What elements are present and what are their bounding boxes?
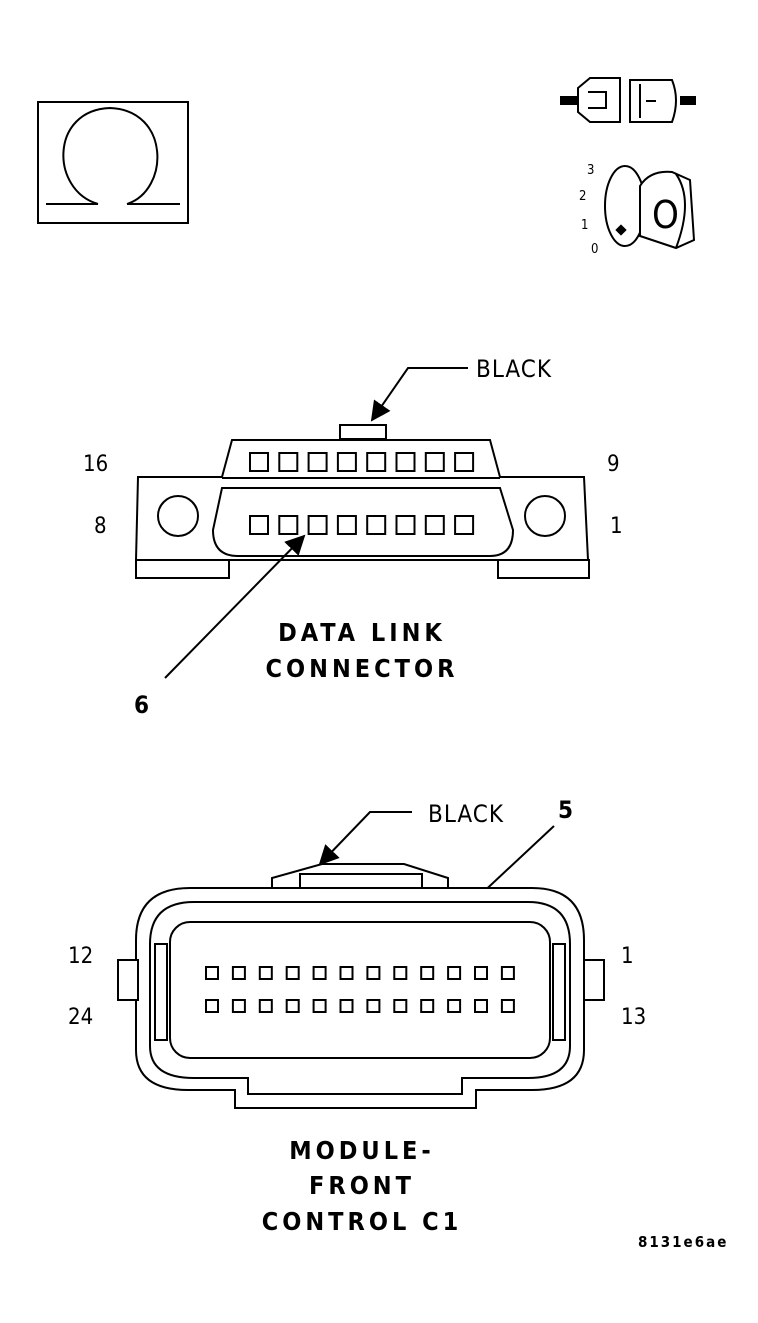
module-pin-cavity xyxy=(366,966,381,980)
module-pin-cavity xyxy=(339,999,354,1013)
disconnected-connector-icon xyxy=(560,77,696,123)
dlc-color-label: BLACK xyxy=(476,355,552,383)
ignition-key-letter: O xyxy=(652,193,679,237)
dlc-pin-cavity xyxy=(424,515,445,535)
dlc-pin-cavity xyxy=(454,452,475,472)
dlc-pin-cavity xyxy=(336,452,357,472)
data-link-connector: BLACK 16 9 8 1 6 DATA LINK CONNECTOR xyxy=(83,355,623,719)
dlc-pin-cavity xyxy=(424,452,445,472)
ignition-position-0: 0 xyxy=(591,242,598,257)
dlc-pin-16: 16 xyxy=(83,452,108,477)
module-pin-12: 12 xyxy=(68,944,93,969)
module-pin-cavity xyxy=(366,999,381,1013)
module-pin-cavity xyxy=(285,966,300,980)
module-color-label: BLACK xyxy=(428,800,504,828)
module-pin-cavity xyxy=(205,966,219,980)
module-pin-1: 1 xyxy=(621,944,634,969)
module-pin-cavity xyxy=(258,966,273,980)
module-front-control-connector: BLACK 5 12 1 24 13 MODULE- FRONT CONTROL… xyxy=(68,796,646,1236)
dlc-pin-cavity xyxy=(395,452,416,472)
dlc-pin-8: 8 xyxy=(94,514,107,539)
module-pin-cavity xyxy=(500,966,515,980)
dlc-pin-cavity xyxy=(395,515,416,535)
module-pin-cavity xyxy=(447,966,462,980)
module-pin-cavity xyxy=(312,999,327,1013)
module-pin-cavity xyxy=(205,999,219,1013)
module-pin-cavity xyxy=(231,966,246,980)
module-pin-13: 13 xyxy=(621,1005,646,1030)
module-callout-5: 5 xyxy=(558,796,573,824)
ohm-symbol-icon xyxy=(37,101,189,224)
dlc-pin-cavity xyxy=(307,515,328,535)
module-pin-24: 24 xyxy=(68,1005,93,1030)
module-pin-cavity xyxy=(420,999,435,1013)
dlc-pin-cavity xyxy=(249,452,269,472)
ignition-key-icon: 3 2 1 0 O xyxy=(579,163,696,257)
dlc-pin-cavity xyxy=(336,515,357,535)
module-pin-cavity xyxy=(393,966,408,980)
figure-code: 8131e6ae xyxy=(638,1233,728,1251)
module-pin-cavity xyxy=(285,999,300,1013)
module-pin-cavity xyxy=(339,966,354,980)
module-pin-cavity xyxy=(420,966,435,980)
ignition-position-2: 2 xyxy=(579,189,586,204)
module-pin-cavity xyxy=(231,999,246,1013)
dlc-pin-cavity xyxy=(249,515,269,535)
module-title-line-2: FRONT xyxy=(309,1171,415,1200)
ignition-position-3: 3 xyxy=(587,163,594,178)
ignition-position-1: 1 xyxy=(581,218,588,233)
module-pin-cavity xyxy=(393,999,408,1013)
dlc-title-line-2: CONNECTOR xyxy=(266,654,459,683)
module-title-line-1: MODULE- xyxy=(289,1136,434,1165)
module-pin-cavity xyxy=(474,999,488,1013)
module-pin-cavities xyxy=(205,966,515,1013)
dlc-pin-cavity xyxy=(366,452,387,472)
dlc-pin-cavity xyxy=(278,452,299,472)
dlc-pin-9: 9 xyxy=(607,452,620,477)
dlc-title-line-1: DATA LINK xyxy=(278,618,446,647)
dlc-pin-1: 1 xyxy=(610,514,623,539)
module-pin-cavity xyxy=(312,966,327,980)
dlc-pin-cavities xyxy=(249,452,475,535)
module-pin-cavity xyxy=(447,999,462,1013)
dlc-pin-cavity xyxy=(307,452,328,472)
dlc-pin-cavity xyxy=(366,515,387,535)
module-pin-cavity xyxy=(258,999,273,1013)
module-pin-cavity xyxy=(474,966,488,980)
dlc-pin-cavity xyxy=(278,515,299,535)
module-title-line-3: CONTROL C1 xyxy=(262,1207,463,1236)
dlc-pin-cavity xyxy=(454,515,475,535)
dlc-callout-6: 6 xyxy=(134,691,149,719)
module-pin-cavity xyxy=(500,999,515,1013)
